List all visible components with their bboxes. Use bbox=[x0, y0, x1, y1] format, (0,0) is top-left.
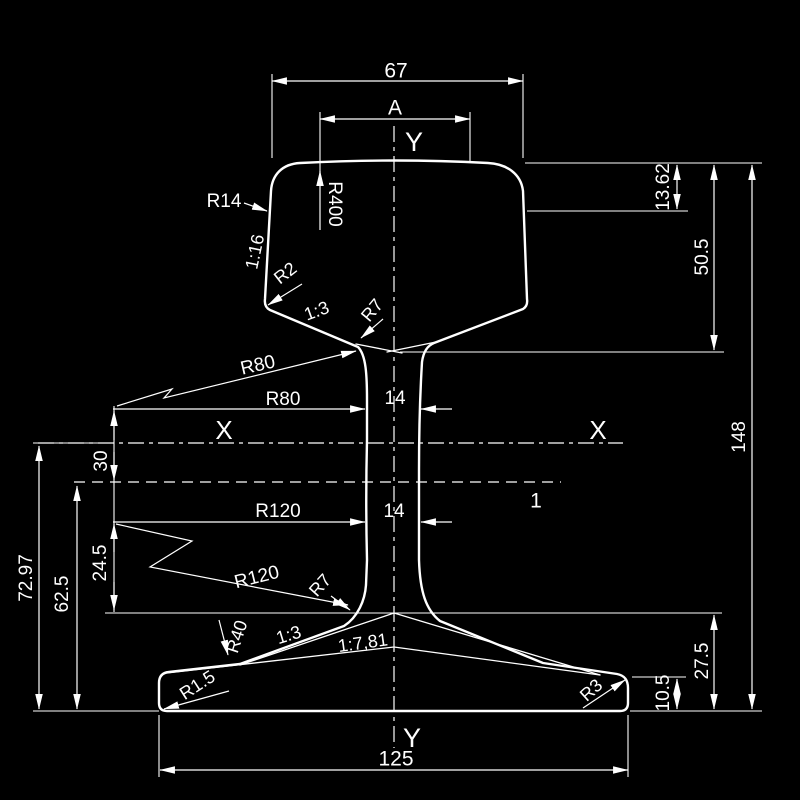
leader-r80-zigzag bbox=[116, 350, 357, 407]
construction-lines bbox=[166, 341, 601, 676]
dim-67: 67 bbox=[384, 60, 407, 83]
rail-profile-outline bbox=[157, 159, 630, 713]
dim-72-97: 72.97 bbox=[16, 554, 37, 602]
label-r120-dim: R120 bbox=[255, 501, 300, 522]
leader-r2 bbox=[267, 283, 303, 306]
dim-148: 148 bbox=[729, 421, 750, 453]
dim-14-upper: 14 bbox=[384, 388, 406, 409]
label-r400: R400 bbox=[324, 181, 345, 226]
dim-13-62: 13.62 bbox=[653, 163, 674, 211]
dim-62-5: 62.5 bbox=[52, 576, 73, 613]
dim-24-5: 24.5 bbox=[90, 545, 111, 582]
label-r14: R14 bbox=[207, 191, 242, 212]
axis-x-right: X bbox=[589, 415, 606, 445]
dim-50-5: 50.5 bbox=[692, 239, 713, 276]
foot-slope-left-steep bbox=[239, 612, 395, 666]
extension-lines bbox=[33, 74, 762, 777]
dim-125: 125 bbox=[378, 748, 413, 771]
leader-r7-head bbox=[360, 318, 384, 339]
dim-14-lower: 14 bbox=[383, 501, 405, 522]
leader-r1-5 bbox=[163, 690, 230, 710]
leader-r14 bbox=[243, 202, 268, 212]
foot-slope-right-shallow bbox=[393, 646, 601, 676]
dim-A: A bbox=[388, 97, 402, 120]
dim-30: 30 bbox=[91, 450, 112, 471]
leader-r40 bbox=[218, 619, 229, 656]
foot-slope-right-steep bbox=[393, 612, 601, 676]
axis-y-top: Y bbox=[405, 127, 423, 157]
foot-slope-left-shallow bbox=[166, 646, 395, 674]
label-1: 1 bbox=[530, 490, 542, 513]
leader-r3 bbox=[582, 679, 626, 709]
dim-10-5: 10.5 bbox=[653, 675, 674, 712]
dim-27-5: 27.5 bbox=[692, 643, 713, 680]
leader-lines bbox=[115, 170, 626, 710]
leader-r120-zigzag bbox=[115, 523, 349, 606]
underhead-slope-right bbox=[386, 341, 437, 353]
axis-x-left: X bbox=[215, 415, 232, 445]
label-r80-dim: R80 bbox=[266, 389, 301, 410]
axis-y-bottom: Y bbox=[403, 723, 421, 753]
leader-r7-foot bbox=[330, 595, 351, 611]
dimension-lines bbox=[35, 77, 756, 774]
